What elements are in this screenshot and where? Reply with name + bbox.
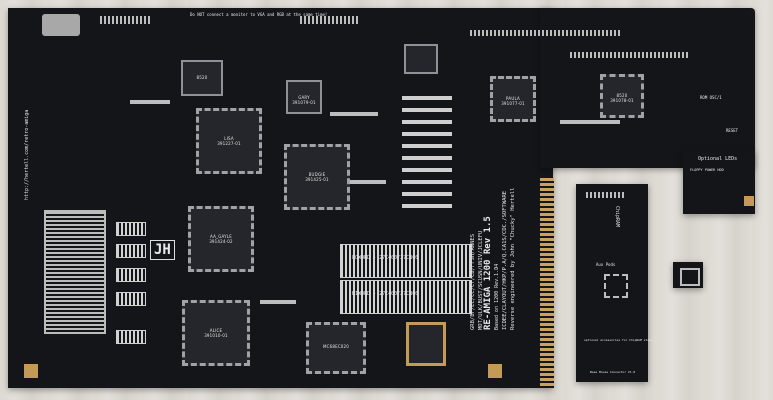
logic-chip bbox=[116, 244, 146, 258]
logic-chip bbox=[116, 292, 146, 306]
credit-line-3: ICDEE/CLAYOUT/HKP/P.A/Q.CA1S/CDC./SOFTWA… bbox=[502, 190, 508, 330]
connector-header bbox=[300, 16, 360, 24]
chip-cia-top: 8520 bbox=[181, 60, 223, 96]
long-board-side-text: ChipRAM bbox=[614, 206, 620, 228]
smd-components bbox=[560, 120, 620, 124]
accessory-pcb-long bbox=[576, 184, 648, 382]
reset-label: RESET bbox=[726, 128, 739, 133]
rom-label-high: HIWORD - 27C400/27C800 bbox=[352, 291, 419, 297]
tiny-board-pads bbox=[680, 268, 700, 286]
edge-connector bbox=[540, 178, 554, 388]
chip-oscillator bbox=[404, 44, 438, 74]
board-title: RE-AMIGA 1200 Rev 1.5 bbox=[483, 216, 493, 330]
long-board-footer: Base Mouse Connector V1.0 bbox=[590, 370, 636, 374]
long-board-caption: optional accessories for ChipRAM stake bbox=[584, 338, 653, 342]
logic-chip bbox=[116, 268, 146, 282]
credit-line-1: GRB/BF/EC/CC/CF/CB/FFSH/ANNES bbox=[470, 233, 476, 330]
rom-socket-high bbox=[340, 280, 472, 314]
long-board-header bbox=[586, 192, 626, 198]
mounting-pad bbox=[488, 364, 502, 378]
connector-power bbox=[42, 14, 80, 36]
rom-osc-label: ROM OSC/1 bbox=[700, 95, 722, 100]
connector-rgb bbox=[100, 16, 150, 24]
rom-label-low: LOWORD - 27C400/27C800 bbox=[352, 255, 419, 261]
main-pcb-led-tab bbox=[683, 150, 755, 214]
logic-chip bbox=[116, 330, 146, 344]
smd-components bbox=[260, 300, 296, 304]
jh-logo: JH bbox=[150, 240, 175, 260]
ide-connector bbox=[44, 210, 106, 334]
chip-mc68ec020 bbox=[406, 322, 446, 366]
smd-components bbox=[350, 180, 386, 184]
mounting-pad bbox=[744, 196, 754, 206]
led-labels: FLOPPY POWER HDD bbox=[690, 168, 724, 172]
smd-components bbox=[330, 112, 378, 116]
long-board-pattern bbox=[604, 274, 628, 298]
long-board-center-label: Aux Pods bbox=[596, 262, 616, 267]
memory-chip-array bbox=[402, 96, 452, 216]
board-url: http://hertell.com/retro-amiga bbox=[24, 109, 30, 200]
smd-components bbox=[130, 100, 170, 104]
rom-socket-low bbox=[340, 244, 472, 278]
connector-keyboard bbox=[470, 30, 620, 36]
chip-cpu-socket: MC68EC020 bbox=[306, 322, 366, 374]
connector-expansion bbox=[570, 52, 690, 58]
logic-chip bbox=[116, 222, 146, 236]
header-warning-text: Do NOT connect a monitor to VGA and RGB … bbox=[190, 12, 328, 17]
board-credit: Reverse engineered by John "Chucky" Hert… bbox=[510, 187, 516, 330]
mounting-pad bbox=[24, 364, 38, 378]
board-subtitle: Based on 1200 Rev.1.D4 bbox=[494, 263, 500, 330]
optional-leds-label: Optional LEDs bbox=[698, 156, 738, 162]
credit-line-2: MOT/ULK/BUST/SCUSN/UNIV/JCLEFU bbox=[478, 230, 484, 330]
